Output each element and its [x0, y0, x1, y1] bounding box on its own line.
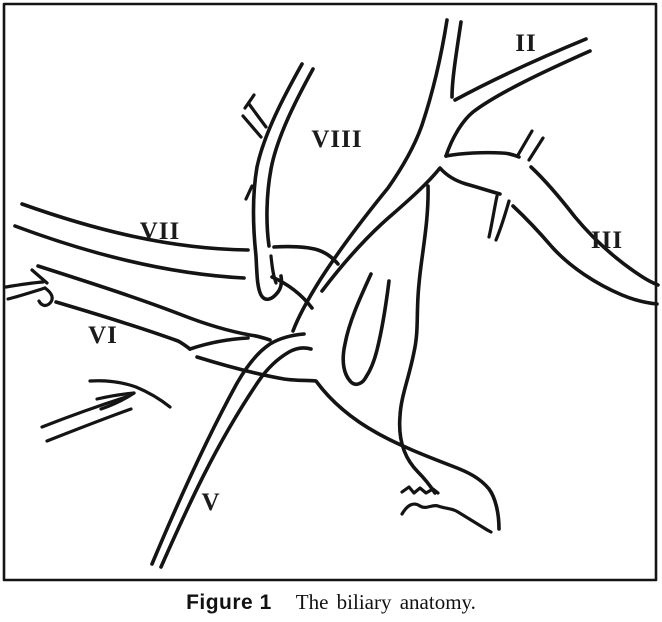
- biliary-anatomy-figure: VII VIII II III VI V: [2, 2, 660, 582]
- label-segment-viii: VIII: [311, 126, 363, 153]
- duct-segment-8: [241, 62, 315, 302]
- duct-segment-3: [320, 129, 660, 306]
- biliary-anatomy-line-art: [2, 2, 660, 582]
- label-segment-ii: II: [515, 30, 537, 57]
- figure-caption: Figure 1 The biliary anatomy.: [0, 590, 662, 620]
- figure-border: [2, 2, 658, 582]
- duct-segment-2-and-left-hepatic: [291, 18, 592, 333]
- figure-caption-text: The biliary anatomy.: [295, 590, 476, 614]
- duct-segment-5: [150, 332, 313, 569]
- label-segment-iii: III: [590, 227, 624, 254]
- common-bile-duct: [195, 184, 501, 534]
- label-segment-v: V: [201, 489, 221, 516]
- figure-caption-number: Figure 1: [186, 591, 272, 614]
- label-segment-vi: VI: [88, 322, 118, 349]
- label-segment-vii: VII: [139, 218, 181, 245]
- duct-segment-6: [4, 264, 272, 443]
